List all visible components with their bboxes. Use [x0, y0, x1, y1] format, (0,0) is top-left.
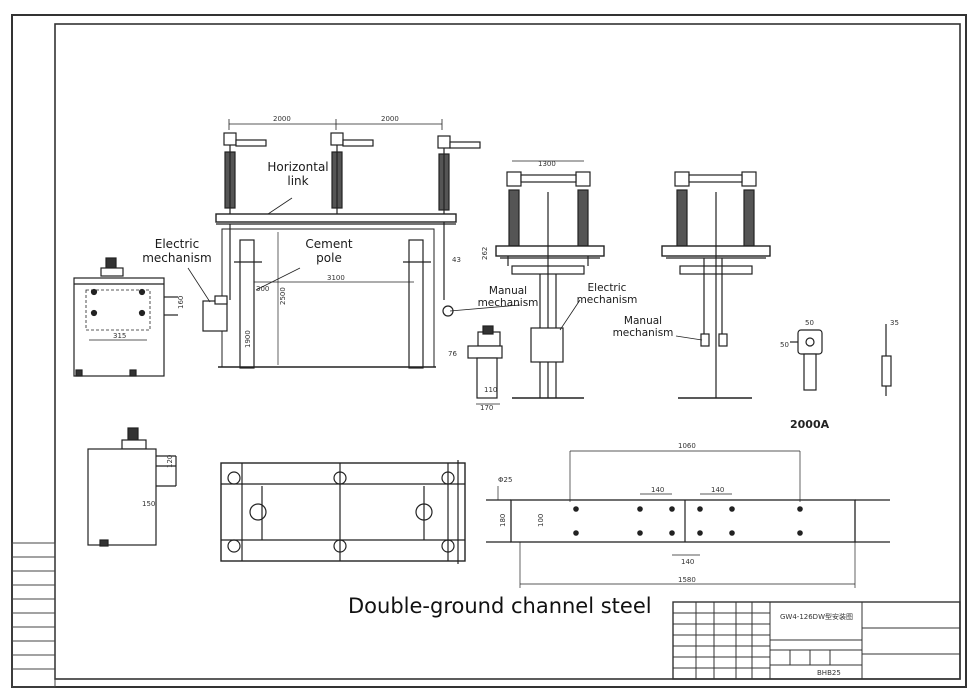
- dim-height: 2500: [279, 287, 287, 305]
- dim-180: 180: [499, 514, 507, 527]
- dim-300: 300: [256, 285, 269, 293]
- dim-detail-50b: 50: [780, 341, 789, 349]
- outer-frame: [11, 14, 967, 688]
- front-view-dimensions: 2000 2000 3100 300 2500 1900 43: [244, 115, 461, 348]
- dim-detail-50a: 50: [805, 319, 814, 327]
- plan-view-frame: [220, 460, 466, 564]
- label-horizontal-link: Horizontal link: [267, 160, 329, 188]
- caption-channel-steel: Double-ground channel steel: [348, 594, 652, 618]
- dim-100: 100: [537, 514, 545, 527]
- dim-total: 3100: [327, 274, 345, 282]
- side-view-1: [495, 160, 605, 399]
- title-block-drawing-title: GW4-126DW型安装图: [780, 612, 853, 621]
- dim-43: 43: [452, 256, 461, 264]
- label-manual-mechanism-mid: Manual mechanism: [477, 285, 539, 310]
- dim-1300: 1300: [538, 160, 556, 168]
- detail-parts: [790, 324, 892, 396]
- left-margin-block: [11, 542, 56, 688]
- rating-label: 2000A: [790, 418, 830, 431]
- label-electric-mechanism-mid: Electric mechanism: [576, 282, 638, 307]
- side-view-2: [661, 171, 771, 399]
- dim-140b: 140: [711, 486, 724, 494]
- manual-mechanism-small: [467, 325, 503, 405]
- dim-mech-315: 315: [113, 332, 126, 340]
- dim-140a: 140: [651, 486, 664, 494]
- title-block-scale: BHB25: [817, 669, 841, 677]
- dim-1580: 1580: [678, 576, 696, 584]
- label-manual-mechanism-right: Manual mechanism: [612, 315, 674, 340]
- dim-span-1: 2000: [273, 115, 291, 123]
- channel-steel-dimensions: 1060 1580 140 140 140 Φ25 180 100: [498, 442, 724, 584]
- dim-mech-160: 160: [177, 296, 185, 309]
- front-view-assembly: [202, 119, 481, 369]
- label-electric-mechanism-left: Electric mechanism: [142, 237, 212, 265]
- leader-lines: [187, 197, 703, 341]
- label-cement-pole: Cement pole: [305, 237, 353, 265]
- inner-frame: [54, 23, 961, 680]
- dim-262: 262: [481, 247, 489, 260]
- mechanism-side-view: [87, 427, 177, 547]
- electric-mechanism-box: [73, 257, 178, 377]
- dim-1900: 1900: [244, 330, 252, 348]
- channel-steel-detail: [486, 450, 890, 588]
- dim-phi25: Φ25: [498, 476, 512, 484]
- dim-detail-35: 35: [890, 319, 899, 327]
- dim-box-120: 120: [166, 455, 174, 468]
- title-block: [672, 601, 961, 680]
- dim-1060: 1060: [678, 442, 696, 450]
- dim-140c: 140: [681, 558, 694, 566]
- dim-span-2: 2000: [381, 115, 399, 123]
- dim-170: 170: [480, 404, 493, 412]
- dim-76: 76: [448, 350, 457, 358]
- dim-box-150: 150: [142, 500, 155, 508]
- dim-110: 110: [484, 386, 497, 394]
